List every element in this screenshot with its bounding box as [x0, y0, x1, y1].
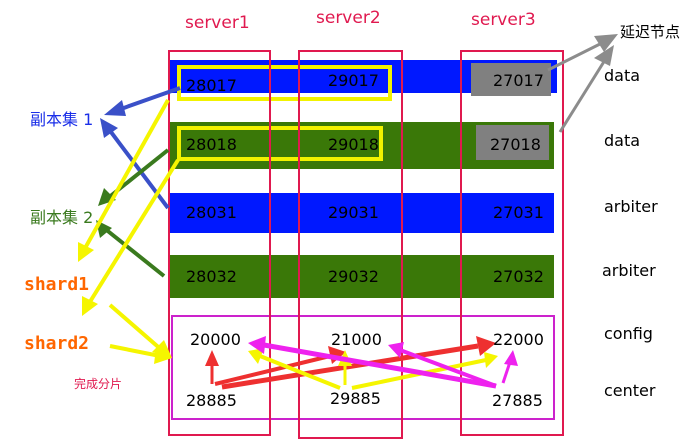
replica-highlight-1 [177, 65, 392, 101]
port-29032: 29032 [328, 267, 379, 286]
role-label-center: center [604, 381, 656, 400]
role-label-row3: arbiter [604, 197, 658, 216]
server1-frame [168, 50, 271, 436]
port-28032: 28032 [186, 267, 237, 286]
delay-node-box-1 [471, 63, 551, 96]
replica-set-1-label: 副本集 1 [30, 110, 94, 129]
replica-highlight-2 [177, 126, 383, 161]
server2-label: server2 [316, 8, 381, 28]
port-27032: 27032 [493, 267, 544, 286]
delay-arrows [547, 34, 618, 133]
port-27018: 27018 [490, 135, 541, 154]
done-sharding-label: 完成分片 [74, 377, 123, 391]
port-27031: 27031 [493, 203, 544, 222]
role-label-row1: data [604, 66, 641, 85]
port-28031: 28031 [186, 203, 237, 222]
row-bar-arbiter-1 [170, 193, 554, 233]
port-28018: 28018 [186, 135, 237, 154]
port-29018: 29018 [328, 135, 379, 154]
role-label-row4: arbiter [602, 261, 656, 280]
port-20000: 20000 [190, 330, 241, 349]
server2-frame [298, 50, 403, 439]
port-29885: 29885 [330, 389, 381, 408]
shard-arrows [78, 99, 180, 364]
port-28885: 28885 [186, 391, 237, 410]
center1-arrows [205, 336, 496, 390]
server3-label: server3 [471, 10, 536, 30]
server3-frame [460, 50, 564, 436]
delay-node-label: 延迟节点 [620, 23, 681, 41]
port-29031: 29031 [328, 203, 379, 222]
role-label-config: config [604, 324, 653, 343]
center3-arrows [248, 336, 518, 389]
port-27885: 27885 [492, 391, 543, 410]
port-28017: 28017 [186, 76, 237, 95]
port-22000: 22000 [493, 330, 544, 349]
server1-label: server1 [185, 13, 250, 33]
port-29017: 29017 [328, 71, 379, 90]
config-center-box [171, 315, 555, 420]
port-21000: 21000 [331, 330, 382, 349]
replica-set-2-label: 副本集 2 [30, 208, 94, 227]
delay-node-box-2 [476, 125, 549, 160]
shard2-label: shard2 [24, 333, 90, 354]
shard1-label: shard1 [24, 274, 90, 295]
port-27017: 27017 [493, 71, 544, 90]
row-bar-arbiter-2 [170, 255, 554, 298]
role-label-row2: data [604, 131, 641, 150]
